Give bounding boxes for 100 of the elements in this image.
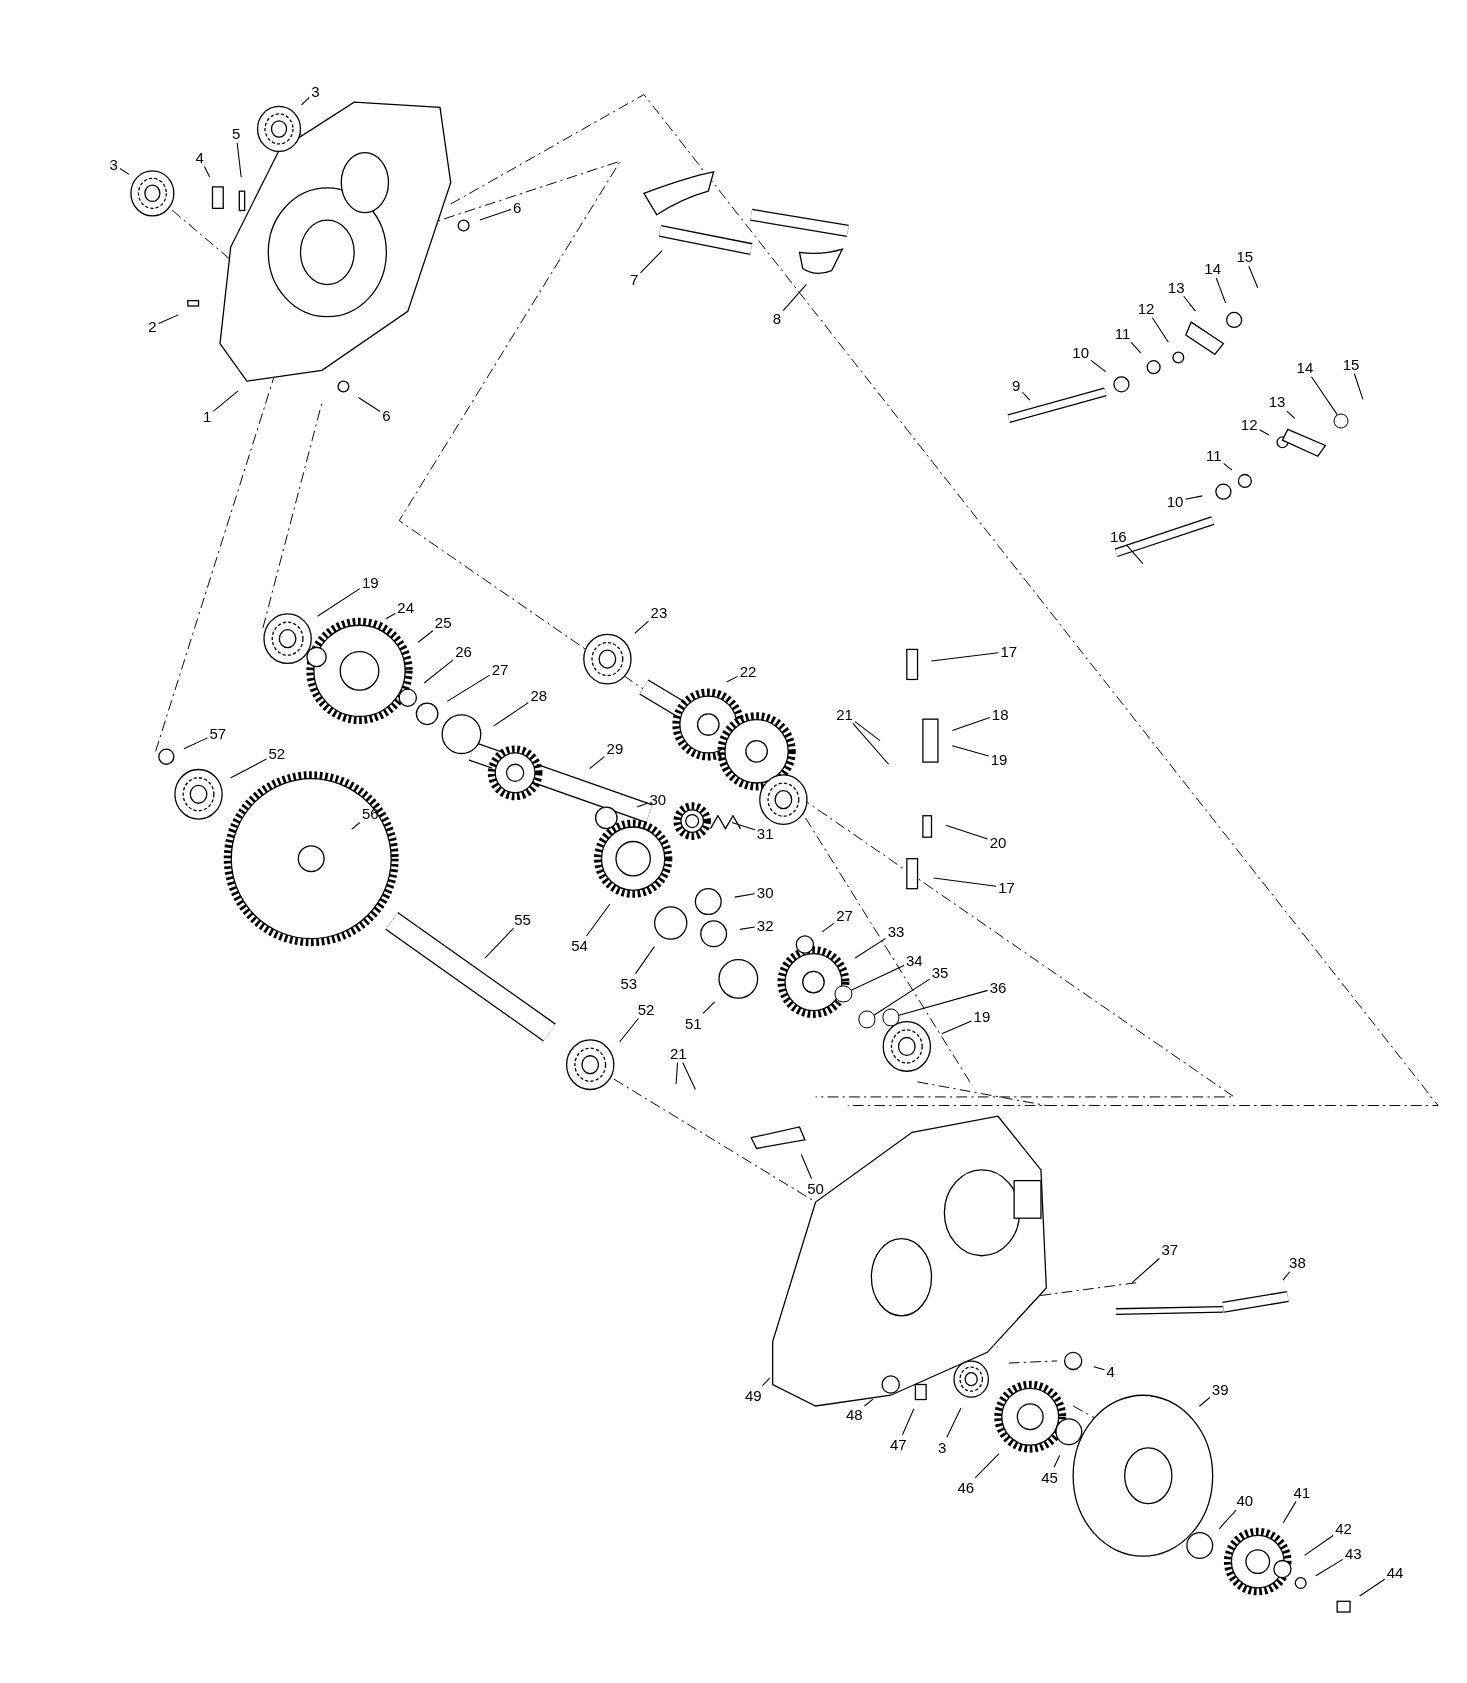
leader-line xyxy=(1126,544,1144,565)
leader-line xyxy=(634,620,650,634)
leader-line xyxy=(873,978,931,1016)
leader-line xyxy=(1223,462,1233,471)
callout-number: 33 xyxy=(886,923,906,940)
leader-line xyxy=(1248,265,1259,289)
leader-line xyxy=(158,314,179,325)
leader-line xyxy=(119,167,130,175)
leader-line xyxy=(1310,376,1338,416)
callout-number: 23 xyxy=(649,603,669,621)
callout-number: 4 xyxy=(194,148,205,166)
leader-line xyxy=(1183,295,1196,312)
callout-number: 57 xyxy=(208,724,228,742)
leader-line xyxy=(675,1061,679,1085)
callout-number: 34 xyxy=(904,951,924,969)
callout-number: 39 xyxy=(1210,1380,1230,1398)
callout-number: 8 xyxy=(771,309,783,327)
callout-number: 40 xyxy=(1235,1491,1255,1509)
callout-number: 1 xyxy=(201,407,213,425)
leader-line xyxy=(1215,277,1227,304)
callout-number: 12 xyxy=(1239,415,1259,433)
leader-line xyxy=(945,824,989,840)
leader-line xyxy=(946,1407,962,1438)
callout-number: 47 xyxy=(888,1435,908,1453)
leader-line xyxy=(1282,1271,1291,1281)
callout-number: 14 xyxy=(1295,358,1315,376)
leader-line xyxy=(901,1408,915,1436)
leader-line xyxy=(484,927,515,959)
leader-line xyxy=(492,702,529,727)
callout-number: 48 xyxy=(844,1405,864,1423)
callout-number: 37 xyxy=(1160,1240,1180,1258)
callout-number: 18 xyxy=(990,705,1010,723)
callout-number: 50 xyxy=(806,1179,825,1197)
callout-number: 4 xyxy=(1105,1363,1116,1380)
callout-number: 15 xyxy=(1235,247,1255,265)
leader-line xyxy=(1184,495,1203,500)
callout-number: 30 xyxy=(648,791,668,808)
leader-line xyxy=(446,674,491,702)
callout-number: 13 xyxy=(1166,278,1186,296)
leader-line xyxy=(864,1398,874,1407)
callout-number: 29 xyxy=(605,739,625,757)
callout-number: 35 xyxy=(930,963,950,981)
leader-line xyxy=(854,721,881,742)
leader-line xyxy=(1151,317,1169,343)
leader-line xyxy=(898,989,989,1016)
washer-ring xyxy=(1333,413,1349,429)
leader-line xyxy=(585,903,611,937)
leader-line xyxy=(639,250,663,274)
leader-line xyxy=(183,737,208,750)
leader-line xyxy=(351,821,361,830)
leader-line xyxy=(850,964,905,991)
callout-number: 27 xyxy=(490,660,510,678)
callout-number: 41 xyxy=(1292,1483,1312,1501)
callout-number: 26 xyxy=(454,642,473,660)
callout-number: 38 xyxy=(1288,1253,1307,1271)
callout-number: 49 xyxy=(744,1386,763,1404)
callout-number: 14 xyxy=(1203,259,1222,277)
callout-number: 3 xyxy=(937,1438,948,1456)
callout-number: 6 xyxy=(381,406,392,424)
leader-line xyxy=(854,937,887,959)
leader-line xyxy=(203,165,211,178)
callout-number: 16 xyxy=(1108,527,1128,544)
leader-line xyxy=(951,745,990,757)
leader-line xyxy=(974,1453,1000,1479)
callout-number: 12 xyxy=(1136,299,1156,317)
leader-line xyxy=(941,1020,973,1035)
leader-line xyxy=(930,652,999,662)
callout-number: 5 xyxy=(230,124,242,142)
leader-line xyxy=(619,1017,639,1043)
callout-number: 3 xyxy=(310,82,321,100)
leader-line xyxy=(782,283,807,312)
leader-line xyxy=(1021,391,1031,401)
callout-number: 21 xyxy=(835,705,854,723)
leader-line xyxy=(635,946,655,975)
leader-line xyxy=(800,1153,813,1180)
leader-line xyxy=(1198,1397,1211,1407)
leader-line xyxy=(589,756,606,770)
callout-number: 55 xyxy=(513,910,532,928)
leader-line xyxy=(236,142,242,178)
callout-number: 22 xyxy=(738,662,758,680)
leader-line xyxy=(1218,1509,1237,1530)
callout-number: 25 xyxy=(433,613,453,631)
callout-number: 52 xyxy=(267,744,287,762)
leader-line xyxy=(636,802,648,808)
callout-number: 15 xyxy=(1341,355,1361,373)
callout-number: 52 xyxy=(636,1000,656,1018)
leader-line xyxy=(1093,1366,1105,1371)
leader-line xyxy=(423,659,454,684)
callout-number: 21 xyxy=(668,1044,688,1062)
leader-line xyxy=(1315,1558,1344,1577)
washer-ring xyxy=(882,1008,900,1026)
callout-number: 56 xyxy=(360,804,380,822)
leader-line xyxy=(1353,373,1364,400)
callout-number: 44 xyxy=(1385,1563,1405,1581)
leader-line xyxy=(385,612,396,620)
callout-number: 28 xyxy=(529,686,549,704)
leader-line xyxy=(1286,410,1296,420)
callout-number: 10 xyxy=(1071,343,1090,361)
callout-number: 11 xyxy=(1204,446,1223,464)
callout-number: 24 xyxy=(396,598,415,616)
